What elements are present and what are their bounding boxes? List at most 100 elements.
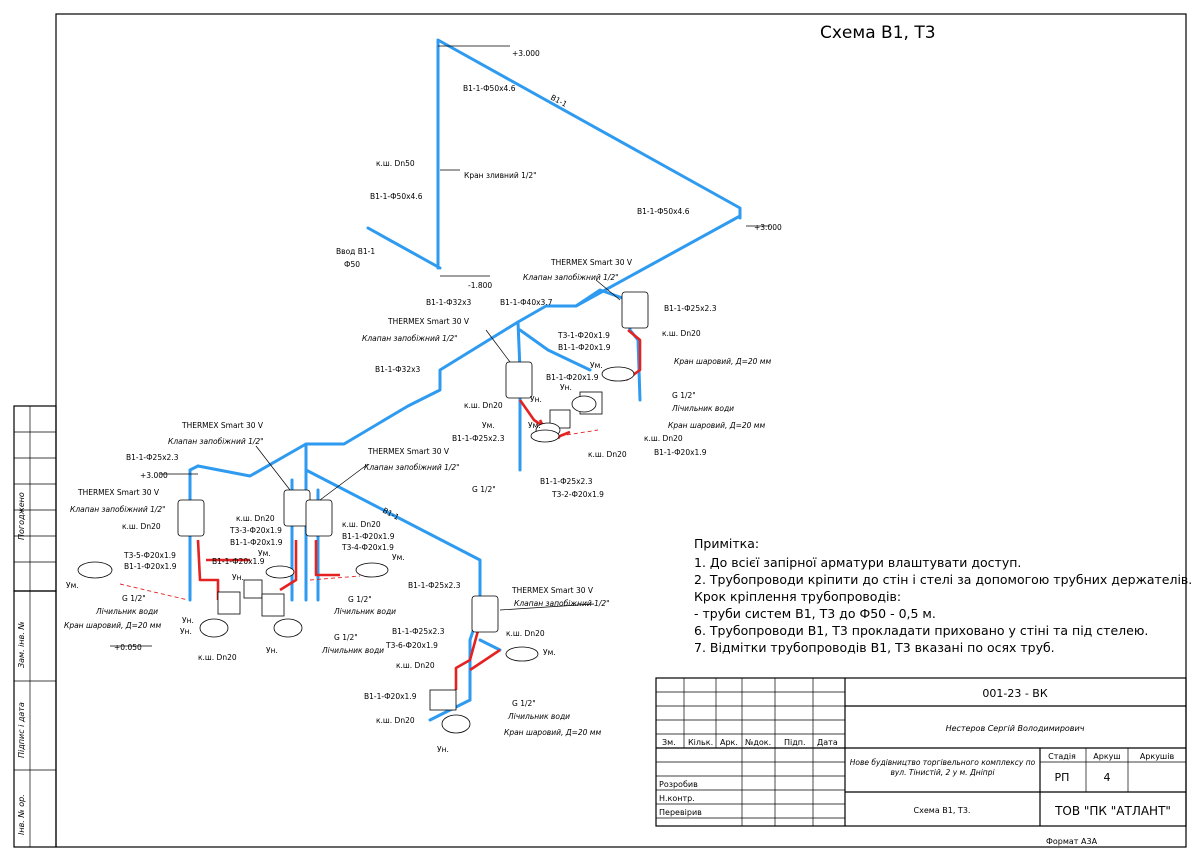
meter-label-2: Лічильник води: [95, 607, 158, 616]
col-header-date: Дата: [817, 738, 838, 747]
note-6: 7. Відмітки трубопроводів В1, Т3 вказані…: [694, 640, 1055, 655]
meter-label-3: Лічильник води: [333, 607, 396, 616]
side-stamp: Погоджено Зам. інв. № Підпис і дата Інв.…: [13, 405, 57, 848]
outlet-label-10: Ун.: [437, 745, 449, 754]
dashed-connectors: [119, 429, 599, 601]
drawing-title: Схема В1, Т3: [820, 23, 936, 43]
pipe-label-14: В1-1-Ф25х2.3: [126, 453, 179, 462]
sink-icon-5: [355, 562, 389, 578]
ball-valve-label-2: Кран шаровий, Д=20 мм: [668, 421, 765, 430]
pipe-label-11: В1-1-Ф25х2.3: [452, 434, 505, 443]
outlet-label-14: Ун.: [530, 395, 542, 404]
col-header-sheet: Арк.: [720, 738, 738, 747]
outlet-label-8: Ун.: [180, 627, 192, 636]
meter-size-label-1: G 1/2": [672, 391, 696, 400]
doc-code: 001-23 - ВК: [982, 687, 1047, 700]
pipe-label-4: В1-1-Ф50х4.6: [637, 207, 690, 216]
sheet-frame: [55, 13, 1187, 848]
hot-pipe-label-5: Т3-4-Ф20х1.9: [341, 543, 394, 552]
heater-label-3: THERMEX Smart 30 V: [181, 421, 264, 430]
elev-label-2: -1.800: [468, 281, 492, 290]
heater-label-6: THERMEX Smart 30 V: [511, 586, 594, 595]
valve-label-8: к.ш. Dn20: [342, 520, 381, 529]
relief-valve-label-5: Клапан запобіжний 1/2": [364, 463, 460, 472]
outlet-label-11: Ум.: [543, 648, 556, 657]
meter-label-1: Лічильник води: [671, 404, 734, 413]
role-developer: Розробив: [659, 780, 698, 789]
water-heaters: [177, 291, 649, 633]
inlet-label: Ввод В1-1: [336, 247, 375, 256]
elev-label-3: +3.000: [754, 223, 782, 232]
note-1: 1. До всієї запірної арматури влаштувати…: [694, 555, 1021, 570]
toilet-icon-5: [261, 593, 303, 638]
elev-label-4: +3.000: [140, 471, 168, 480]
notes-block: Примітка: 1. До всієї запірної арматури …: [694, 536, 1192, 655]
pipe-label-10: В1-1-Ф20х1.9: [546, 373, 599, 382]
note-3: Крок кріплення трубопроводів:: [694, 589, 901, 604]
relief-valve-label-4: Клапан запобіжний 1/2": [70, 505, 166, 514]
note-5: 6. Трубопроводи В1, Т3 прокладати прихов…: [694, 623, 1148, 638]
sink-icon-4: [265, 565, 295, 579]
outlet-label-4: Ум.: [258, 549, 271, 558]
stage-value: РП: [1055, 771, 1070, 784]
project-name-box: Нове будівництво торгівельного комплексу…: [850, 758, 1036, 777]
pipe-label-18: В1-1-Ф20х1.9: [342, 532, 395, 541]
heater-label-2: THERMEX Smart 30 V: [387, 317, 470, 326]
outlet-label-7: Ун.: [232, 573, 244, 582]
sheets-header: Аркушів: [1140, 752, 1175, 761]
pipe-label-6: В1-1-Ф40х3.7: [500, 298, 553, 307]
water-heater-icon-1: [621, 291, 649, 329]
sink-icon-6: [505, 646, 539, 662]
relief-valve-label-3: Клапан запобіжний 1/2": [168, 437, 264, 446]
pipe-label-17: В1-1-Ф20х1.9: [230, 538, 283, 547]
outlet-label-13: Ум.: [528, 421, 541, 430]
pipe-label-16: В1-1-Ф20х1.9: [124, 562, 177, 571]
meter-size-label-6: G 1/2": [512, 699, 536, 708]
sheet-value: 4: [1104, 771, 1111, 784]
toilet-icon-3: [199, 591, 241, 638]
pipe-label-1: В1-1-Ф50х4.6: [463, 84, 516, 93]
meter-size-label-4: G 1/2": [348, 595, 372, 604]
inlet-diameter-label: Ф50: [344, 260, 360, 269]
valve-label-1: к.ш. Dn50: [376, 159, 415, 168]
pipe-label-21: В1-1-Ф25х2.3: [392, 627, 445, 636]
sink-icon-2: [530, 429, 560, 443]
pipe-label-19: В1-1-Ф20х1.9: [212, 557, 265, 566]
valve-label-7: к.ш. Dn20: [236, 514, 275, 523]
hot-water-pipes: [196, 329, 642, 690]
pipe-label-22: В1-1-Ф20х1.9: [364, 692, 417, 701]
leader-lines: [110, 45, 770, 647]
stage-header: Стадія: [1048, 752, 1076, 761]
toilet-icon-6: [429, 689, 471, 734]
valve-label-12: к.ш. Dn20: [376, 716, 415, 725]
outlet-label-12: Ун.: [182, 616, 194, 625]
notes-heading: Примітка:: [694, 536, 759, 551]
elev-label-1: +3.000: [512, 49, 540, 58]
col-header-change: Зм.: [662, 738, 676, 747]
pipe-label-12: В1-1-Ф20х1.9: [654, 448, 707, 457]
stamp-inv-orig: Інв. № ор.: [17, 794, 26, 835]
meter-size-label-3: G 1/2": [122, 594, 146, 603]
valve-label-9: к.ш. Dn20: [198, 653, 237, 662]
meter-label-5: Лічильник води: [507, 712, 570, 721]
toilet-icon-4: [243, 579, 263, 599]
relief-valve-label-2: Клапан запобіжний 1/2": [362, 334, 458, 343]
valve-label-11: к.ш. Dn20: [396, 661, 435, 670]
outlet-label-5: Ум.: [392, 553, 405, 562]
heater-label-1: THERMEX Smart 30 V: [550, 258, 633, 267]
sink-icon-1: [601, 366, 635, 382]
relief-valve-label-1: Клапан запобіжний 1/2": [523, 273, 619, 282]
stamp-agreed: Погоджено: [17, 492, 26, 540]
heater-label-4: THERMEX Smart 30 V: [77, 488, 160, 497]
meter-size-label-2: G 1/2": [472, 485, 496, 494]
outlet-label-3: Ум.: [482, 421, 495, 430]
outlet-label-2: Ун.: [560, 383, 572, 392]
col-header-sign: Підп.: [784, 738, 806, 747]
pipe-label-9: В1-1-Ф32х3: [375, 365, 421, 374]
valve-label-3: к.ш. Dn20: [464, 401, 503, 410]
valve-label-10: к.ш. Dn20: [506, 629, 545, 638]
pipe-label-8: В1-1-Ф20х1.9: [558, 343, 611, 352]
valve-label-2: к.ш. Dn20: [662, 329, 701, 338]
sheet-header: Аркуш: [1093, 752, 1120, 761]
sheet-title: Схема В1, Т3.: [914, 806, 971, 815]
